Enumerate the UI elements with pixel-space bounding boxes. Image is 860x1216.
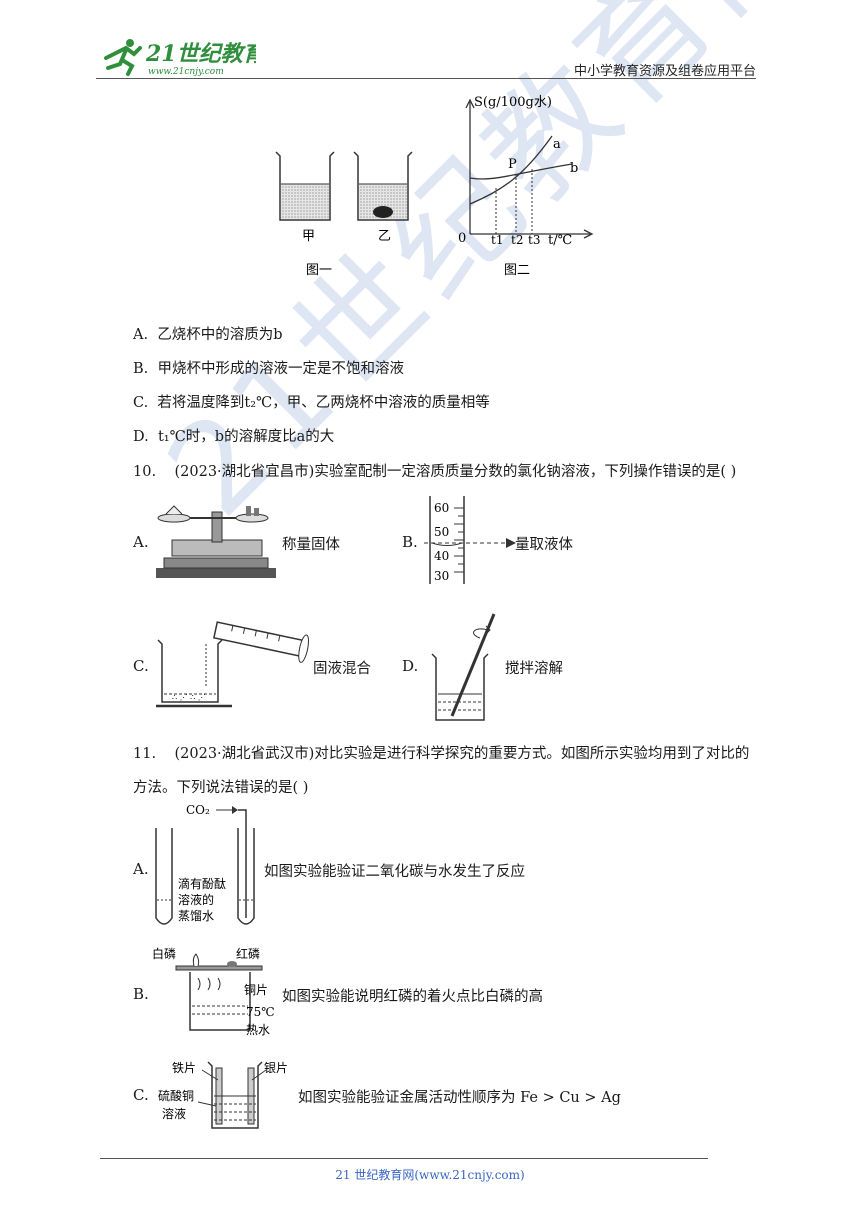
q11-option-c-text: 如图实验能验证金属活动性顺序为 Fe > Cu > Ag bbox=[298, 1090, 621, 1106]
beaker-label-jia: 甲 bbox=[302, 229, 315, 244]
beaker-label-yi: 乙 bbox=[378, 229, 391, 244]
header-rule bbox=[96, 78, 756, 79]
solution-label-2: 溶液 bbox=[162, 1106, 186, 1121]
q10-option-a-text: 称量固体 bbox=[282, 537, 340, 553]
option-text: 乙烧杯中的溶质为b bbox=[157, 327, 283, 343]
origin-label: 0 bbox=[458, 231, 466, 246]
stir-figure bbox=[428, 612, 498, 728]
logo-text: 21世纪教育 bbox=[145, 41, 256, 67]
liquid-label-1: 滴有酚酞 bbox=[178, 876, 226, 891]
white-p-label: 白磷 bbox=[152, 946, 176, 961]
beaker-yi bbox=[353, 151, 413, 221]
q9-option-d[interactable]: D. t₁℃时，b的溶解度比a的大 bbox=[133, 425, 334, 446]
question-text: (2023·湖北省宜昌市)实验室配制一定溶质质量分数的氯化钠溶液，下列操作错误的… bbox=[174, 464, 737, 480]
curve-b bbox=[469, 163, 573, 180]
solution-label-1: 硫酸铜 bbox=[158, 1088, 194, 1103]
liquid-label-3: 蒸馏水 bbox=[178, 909, 214, 923]
q9-option-b[interactable]: B. 甲烧杯中形成的溶液一定是不饱和溶液 bbox=[133, 357, 404, 378]
platform-name: 中小学教育资源及组卷应用平台 bbox=[573, 64, 756, 79]
q9-option-c[interactable]: C. 若将温度降到t₂℃，甲、乙两烧杯中溶液的质量相等 bbox=[133, 391, 490, 412]
q10-option-c-label[interactable]: C. bbox=[133, 657, 149, 675]
balance-figure bbox=[152, 502, 282, 586]
runner-icon bbox=[104, 39, 142, 76]
phosphorus-figure: 白磷 红磷 铜片 75℃ 热水 bbox=[150, 944, 280, 1044]
pour-figure: ∴ ⋰ ∴ ⋰ bbox=[152, 614, 312, 714]
curve-a bbox=[469, 135, 553, 205]
option-text: 若将温度降到t₂℃，甲、乙两烧杯中溶液的质量相等 bbox=[157, 395, 490, 411]
co2-tubes-figure: CO₂ 滴有酚酞 溶液的 蒸馏水 bbox=[148, 800, 268, 938]
cyl-tick-60: 60 bbox=[434, 501, 449, 515]
cyl-tick-40: 40 bbox=[434, 549, 449, 563]
x-axis-label: t/℃ bbox=[548, 233, 572, 248]
q11-option-a-text: 如图实验能验证二氧化碳与水发生了反应 bbox=[264, 864, 525, 880]
q9-option-a[interactable]: A. 乙烧杯中的溶质为b bbox=[133, 323, 283, 344]
red-p-label: 红磷 bbox=[236, 946, 260, 961]
cylinder-figure: 60 50 40 30 bbox=[424, 496, 524, 592]
co2-label: CO₂ bbox=[186, 803, 210, 817]
q11-option-b-label[interactable]: B. bbox=[133, 985, 149, 1003]
option-text: 甲烧杯中形成的溶液一定是不饱和溶液 bbox=[157, 361, 404, 377]
q11-option-c-label[interactable]: C. bbox=[133, 1086, 149, 1104]
q10-option-a-label[interactable]: A. bbox=[133, 533, 149, 551]
option-label: D. bbox=[133, 429, 149, 445]
q11-option-a-label[interactable]: A. bbox=[133, 860, 149, 878]
eye-icon bbox=[506, 538, 516, 548]
question-text-line1: (2023·湖北省武汉市)对比实验是进行科学探究的重要方式。如图所示实验均用到了… bbox=[174, 746, 750, 762]
q10-option-b-label[interactable]: B. bbox=[402, 533, 418, 551]
figure-2: S(g/100g水) a b P 0 t1 t2 t3 t/℃ 图二 bbox=[452, 92, 602, 286]
metals-figure: 铁片 银片 硫酸铜 溶液 bbox=[158, 1056, 298, 1140]
footer-rule bbox=[100, 1158, 708, 1159]
q10-option-b-text: 量取液体 bbox=[515, 537, 573, 553]
curve-b-label: b bbox=[570, 161, 578, 176]
cyl-tick-50: 50 bbox=[434, 525, 449, 539]
logo-url: www.21cnjy.com bbox=[148, 67, 224, 77]
question-number: 10. bbox=[133, 464, 157, 480]
question-11-line2: 方法。下列说法错误的是( ) bbox=[133, 780, 309, 796]
q10-option-d-label[interactable]: D. bbox=[402, 657, 419, 675]
temp-label: 75℃ bbox=[246, 1005, 275, 1019]
flame-icon bbox=[192, 953, 200, 967]
liquid-label-2: 溶液的 bbox=[178, 892, 214, 907]
point-p: P bbox=[508, 157, 517, 172]
footer-text[interactable]: 21 世纪教育网(www.21cnjy.com) bbox=[335, 1168, 525, 1182]
question-number: 11. bbox=[133, 746, 157, 762]
q11-option-b-text: 如图实验能说明红磷的着火点比白磷的高 bbox=[282, 989, 543, 1005]
site-logo[interactable]: 21世纪教育 www.21cnjy.com bbox=[96, 34, 269, 78]
option-label: C. bbox=[133, 395, 149, 411]
question-11: 11. (2023·湖北省武汉市)对比实验是进行科学探究的重要方式。如图所示实验… bbox=[133, 742, 749, 763]
svg-text:∴ ⋰ ∴ ⋰: ∴ ⋰ ∴ ⋰ bbox=[172, 693, 206, 702]
option-label: A. bbox=[133, 327, 149, 343]
beaker-jia bbox=[275, 151, 335, 221]
curve-a-label: a bbox=[553, 137, 561, 152]
option-text: t₁℃时，b的溶解度比a的大 bbox=[157, 429, 335, 445]
q10-option-c-text: 固液混合 bbox=[313, 661, 371, 677]
tick-t3: t3 bbox=[528, 233, 540, 247]
figure-1: 甲 乙 图一 bbox=[270, 150, 420, 284]
question-10: 10. (2023·湖北省宜昌市)实验室配制一定溶质质量分数的氯化钠溶液，下列操… bbox=[133, 460, 736, 481]
y-axis-label: S(g/100g水) bbox=[474, 95, 552, 110]
cyl-tick-30: 30 bbox=[434, 569, 449, 583]
figure-2-caption: 图二 bbox=[504, 263, 530, 278]
figure-1-caption: 图一 bbox=[306, 263, 332, 278]
option-label: B. bbox=[133, 361, 149, 377]
tick-t2: t2 bbox=[511, 233, 523, 247]
copper-label: 铜片 bbox=[244, 982, 268, 997]
iron-label: 铁片 bbox=[172, 1061, 196, 1075]
q10-option-d-text: 搅拌溶解 bbox=[505, 661, 563, 677]
water-label: 热水 bbox=[246, 1023, 270, 1037]
tick-t1: t1 bbox=[491, 233, 503, 247]
silver-label: 银片 bbox=[264, 1061, 288, 1075]
